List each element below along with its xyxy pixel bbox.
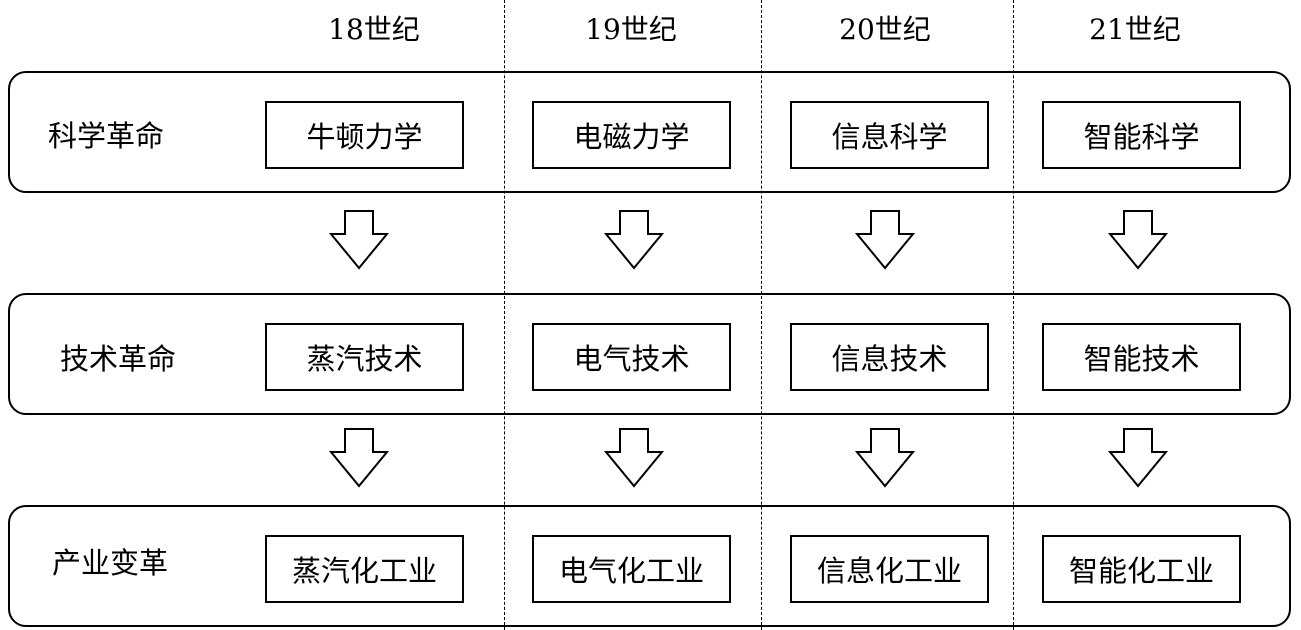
- cell-industry-21: 智能化工业: [1042, 535, 1241, 603]
- cell-technology-21: 智能技术: [1042, 323, 1241, 391]
- down-arrow-icon: [329, 428, 389, 488]
- cell-industry-20: 信息化工业: [790, 535, 989, 603]
- cell-industry-18: 蒸汽化工业: [265, 535, 464, 603]
- cell-science-20: 信息科学: [790, 101, 989, 169]
- cell-science-21: 智能科学: [1042, 101, 1241, 169]
- century-header-18: 18世纪: [328, 13, 420, 46]
- down-arrow-icon: [855, 210, 915, 270]
- cell-technology-18: 蒸汽技术: [265, 323, 464, 391]
- down-arrow-icon: [329, 210, 389, 270]
- column-divider-1: [504, 0, 505, 630]
- down-arrow-icon: [604, 428, 664, 488]
- down-arrow-icon: [1108, 428, 1168, 488]
- row-panel-technology: [8, 293, 1291, 415]
- century-header-19: 19世纪: [585, 13, 677, 46]
- century-header-21: 21世纪: [1089, 13, 1181, 46]
- row-panel-industry: [8, 505, 1291, 627]
- column-divider-2: [761, 0, 762, 630]
- cell-industry-19: 电气化工业: [532, 535, 731, 603]
- down-arrow-icon: [855, 428, 915, 488]
- down-arrow-icon: [1108, 210, 1168, 270]
- century-header-20: 20世纪: [839, 13, 931, 46]
- cell-science-19: 电磁力学: [532, 101, 731, 169]
- row-label-technology: 技术革命: [60, 342, 177, 376]
- row-panel-science: [8, 71, 1291, 193]
- row-label-science: 科学革命: [48, 119, 165, 153]
- cell-technology-19: 电气技术: [532, 323, 731, 391]
- cell-technology-20: 信息技术: [790, 323, 989, 391]
- cell-science-18: 牛顿力学: [265, 101, 464, 169]
- row-label-industry: 产业变革: [52, 546, 169, 580]
- column-divider-3: [1013, 0, 1014, 630]
- down-arrow-icon: [604, 210, 664, 270]
